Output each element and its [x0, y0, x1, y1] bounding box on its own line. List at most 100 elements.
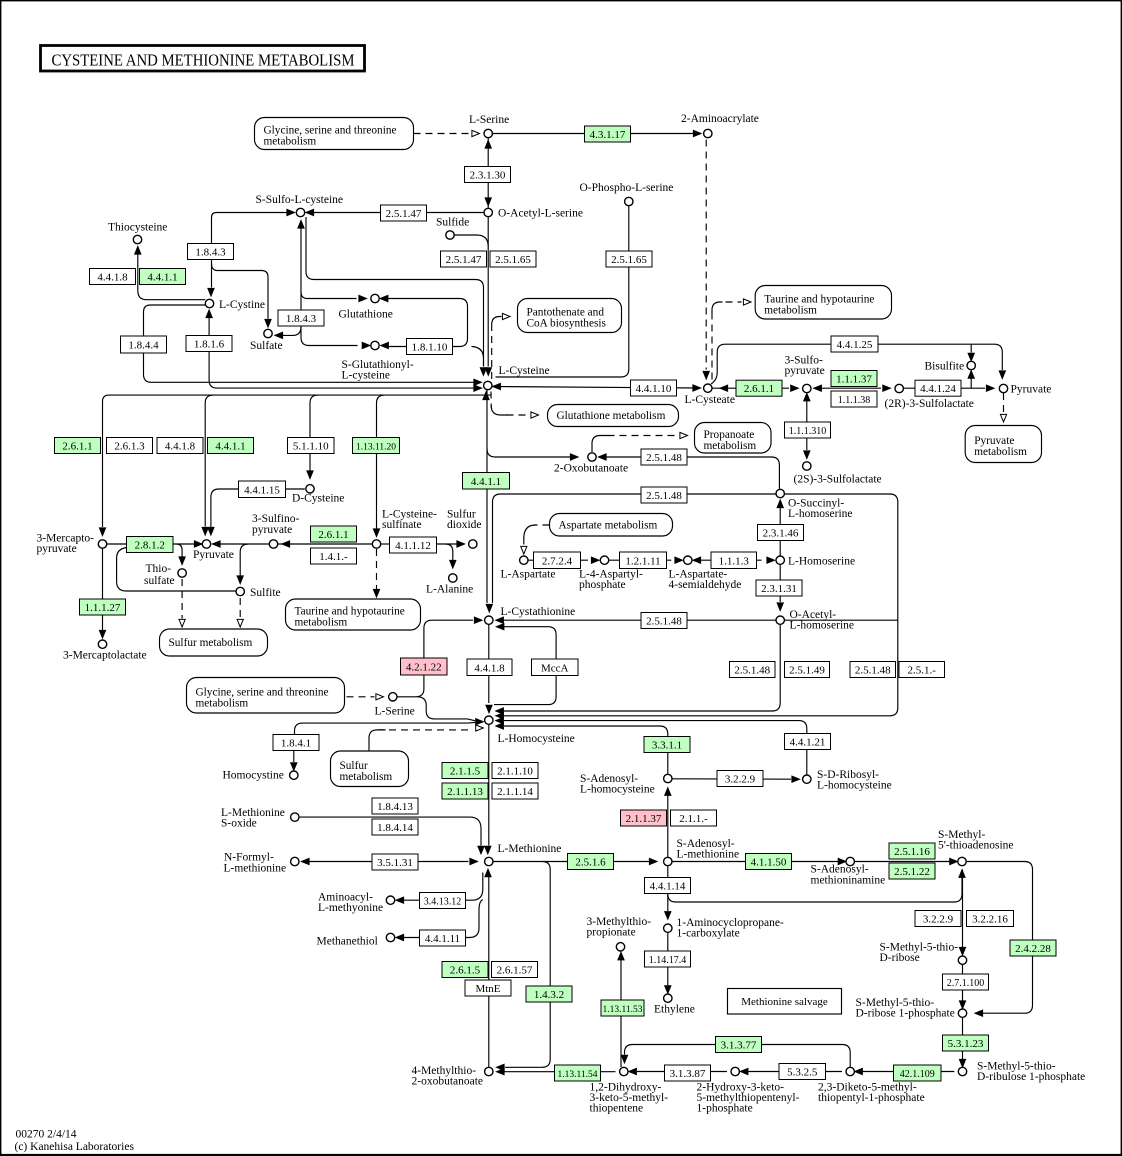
svg-text:3.3.1.1: 3.3.1.1 — [652, 740, 682, 752]
svg-text:4.4.1.8: 4.4.1.8 — [165, 441, 196, 453]
svg-text:1,2-Dihydroxy-: 1,2-Dihydroxy- — [590, 1082, 662, 1094]
svg-text:1.1.1.27: 1.1.1.27 — [85, 602, 121, 614]
svg-text:00270 2/4/14: 00270 2/4/14 — [16, 1129, 77, 1141]
svg-text:Sulfur metabolism: Sulfur metabolism — [169, 637, 253, 649]
svg-text:dioxide: dioxide — [447, 519, 482, 531]
svg-text:Sulfur: Sulfur — [447, 509, 476, 521]
svg-text:Sulfite: Sulfite — [250, 587, 281, 599]
svg-text:1-carboxylate: 1-carboxylate — [677, 928, 740, 940]
svg-text:O-Acetyl-L-serine: O-Acetyl-L-serine — [498, 208, 583, 220]
svg-text:S-oxide: S-oxide — [221, 818, 257, 830]
svg-text:metabolism: metabolism — [974, 446, 1027, 458]
svg-text:4.4.1.8: 4.4.1.8 — [97, 272, 128, 284]
svg-text:Pyruvate: Pyruvate — [193, 549, 234, 561]
svg-text:propionate: propionate — [587, 927, 636, 939]
svg-text:5.3.2.5: 5.3.2.5 — [787, 1067, 818, 1079]
svg-text:2.4.2.28: 2.4.2.28 — [1015, 943, 1051, 955]
svg-text:L-homocysteine: L-homocysteine — [817, 780, 892, 792]
svg-text:2.3.1.30: 2.3.1.30 — [470, 170, 506, 182]
svg-text:L-cysteine: L-cysteine — [342, 370, 391, 382]
svg-text:Glutathione: Glutathione — [339, 309, 393, 321]
svg-text:MccA: MccA — [541, 662, 569, 674]
svg-text:1.4.3.2: 1.4.3.2 — [534, 989, 564, 1001]
svg-text:3-Mercaptolactate: 3-Mercaptolactate — [63, 650, 147, 662]
svg-text:S-Methyl-5-thio-: S-Methyl-5-thio- — [977, 1061, 1056, 1073]
svg-text:Aspartate metabolism: Aspartate metabolism — [559, 519, 658, 531]
svg-text:Glycine, serine and threonine: Glycine, serine and threonine — [196, 686, 329, 698]
svg-text:S-Methyl-5-thio-: S-Methyl-5-thio- — [856, 997, 935, 1009]
svg-text:3.2.2.9: 3.2.2.9 — [725, 774, 756, 786]
svg-text:(c) Kanehisa Laboratories: (c) Kanehisa Laboratories — [15, 1141, 135, 1153]
svg-text:1.1.1.38: 1.1.1.38 — [838, 395, 871, 406]
svg-text:metabolism: metabolism — [264, 136, 317, 148]
svg-text:L-Cysteate: L-Cysteate — [685, 394, 735, 406]
svg-text:2.3.1.31: 2.3.1.31 — [761, 583, 797, 595]
svg-text:Taurine and hypotaurine: Taurine and hypotaurine — [295, 606, 405, 618]
svg-text:2-Oxobutanoate: 2-Oxobutanoate — [554, 463, 628, 475]
svg-text:1.13.11.54: 1.13.11.54 — [557, 1070, 597, 1080]
svg-text:1.4.1.-: 1.4.1.- — [319, 551, 348, 563]
svg-text:2.5.1.48: 2.5.1.48 — [734, 665, 770, 677]
svg-text:2.5.1.-: 2.5.1.- — [908, 665, 937, 677]
svg-text:2.8.1.2: 2.8.1.2 — [135, 540, 165, 552]
svg-text:4.4.1.10: 4.4.1.10 — [636, 383, 672, 395]
svg-text:4-Methylthio-: 4-Methylthio- — [412, 1065, 477, 1077]
svg-text:sulfate: sulfate — [144, 575, 175, 587]
svg-text:MtnE: MtnE — [475, 983, 500, 995]
svg-text:S-D-Ribosyl-: S-D-Ribosyl- — [817, 769, 879, 781]
svg-text:3-Mercapto-: 3-Mercapto- — [37, 533, 95, 545]
svg-text:Sulfide: Sulfide — [436, 217, 469, 229]
svg-text:2-oxobutanoate: 2-oxobutanoate — [412, 1076, 484, 1088]
svg-text:phosphate: phosphate — [579, 579, 626, 591]
svg-text:1.8.4.3: 1.8.4.3 — [286, 313, 317, 325]
svg-text:Pantothenate and: Pantothenate and — [527, 307, 605, 319]
svg-text:4-semialdehyde: 4-semialdehyde — [669, 579, 742, 591]
svg-text:1.1.1.310: 1.1.1.310 — [789, 426, 827, 437]
svg-text:2.1.1.14: 2.1.1.14 — [497, 786, 533, 798]
svg-text:L-Cysteine: L-Cysteine — [499, 365, 550, 377]
svg-text:2.7.2.4: 2.7.2.4 — [542, 555, 573, 567]
svg-text:L-Cystine: L-Cystine — [219, 299, 265, 311]
svg-text:S-Methyl-: S-Methyl- — [938, 829, 985, 841]
svg-text:2.6.1.5: 2.6.1.5 — [450, 965, 481, 977]
svg-text:Aminoacyl-: Aminoacyl- — [318, 892, 373, 904]
svg-text:Thio-: Thio- — [146, 563, 172, 575]
svg-text:2.5.1.48: 2.5.1.48 — [855, 665, 891, 677]
svg-text:2.1.1.-: 2.1.1.- — [679, 813, 708, 825]
svg-text:Glutathione metabolism: Glutathione metabolism — [557, 410, 666, 422]
svg-text:methioninamine: methioninamine — [811, 875, 886, 887]
svg-text:(2R)-3-Sulfolactate: (2R)-3-Sulfolactate — [885, 398, 974, 410]
svg-text:1.8.4.1: 1.8.4.1 — [281, 738, 311, 750]
svg-text:Taurine and hypotaurine: Taurine and hypotaurine — [764, 293, 874, 305]
svg-text:2.5.1.48: 2.5.1.48 — [646, 616, 682, 628]
svg-text:D-ribose: D-ribose — [880, 952, 920, 964]
svg-text:Ethylene: Ethylene — [654, 1004, 695, 1016]
svg-text:Sulfate: Sulfate — [250, 340, 283, 352]
svg-text:L-homoserine: L-homoserine — [788, 508, 853, 520]
svg-text:O-Phospho-L-serine: O-Phospho-L-serine — [580, 182, 674, 194]
svg-text:D-Cysteine: D-Cysteine — [292, 493, 344, 505]
svg-text:S-Sulfo-L-cysteine: S-Sulfo-L-cysteine — [256, 194, 344, 206]
svg-text:4.4.1.25: 4.4.1.25 — [837, 339, 873, 351]
svg-text:2-Hydroxy-3-keto-: 2-Hydroxy-3-keto- — [697, 1082, 785, 1094]
svg-text:S-Methyl-5-thio-: S-Methyl-5-thio- — [880, 942, 959, 954]
svg-text:2.5.1.47: 2.5.1.47 — [446, 254, 482, 266]
svg-text:L-methionine: L-methionine — [224, 863, 287, 875]
svg-text:L-methyonine: L-methyonine — [318, 902, 383, 914]
svg-text:S-Adenosyl-: S-Adenosyl- — [811, 864, 869, 876]
svg-text:3.1.3.87: 3.1.3.87 — [670, 1068, 706, 1080]
svg-text:4.1.1.12: 4.1.1.12 — [395, 540, 431, 552]
svg-text:4.4.1.8: 4.4.1.8 — [474, 662, 505, 674]
svg-text:2.5.1.48: 2.5.1.48 — [646, 490, 682, 502]
svg-text:5-methylthiopentenyl-: 5-methylthiopentenyl- — [697, 1092, 800, 1104]
svg-text:metabolism: metabolism — [704, 440, 757, 452]
svg-text:3.4.13.12: 3.4.13.12 — [424, 897, 462, 908]
svg-text:3.2.2.16: 3.2.2.16 — [972, 914, 1008, 926]
svg-text:4.4.1.1: 4.4.1.1 — [471, 476, 501, 488]
svg-text:2.6.1.3: 2.6.1.3 — [114, 441, 145, 453]
svg-text:L-methionine: L-methionine — [677, 849, 740, 861]
svg-text:5'-thioadenosine: 5'-thioadenosine — [938, 840, 1014, 852]
svg-text:metabolism: metabolism — [764, 304, 817, 316]
svg-text:O-Succinyl-: O-Succinyl- — [788, 498, 844, 510]
svg-text:Methanethiol: Methanethiol — [317, 936, 378, 948]
